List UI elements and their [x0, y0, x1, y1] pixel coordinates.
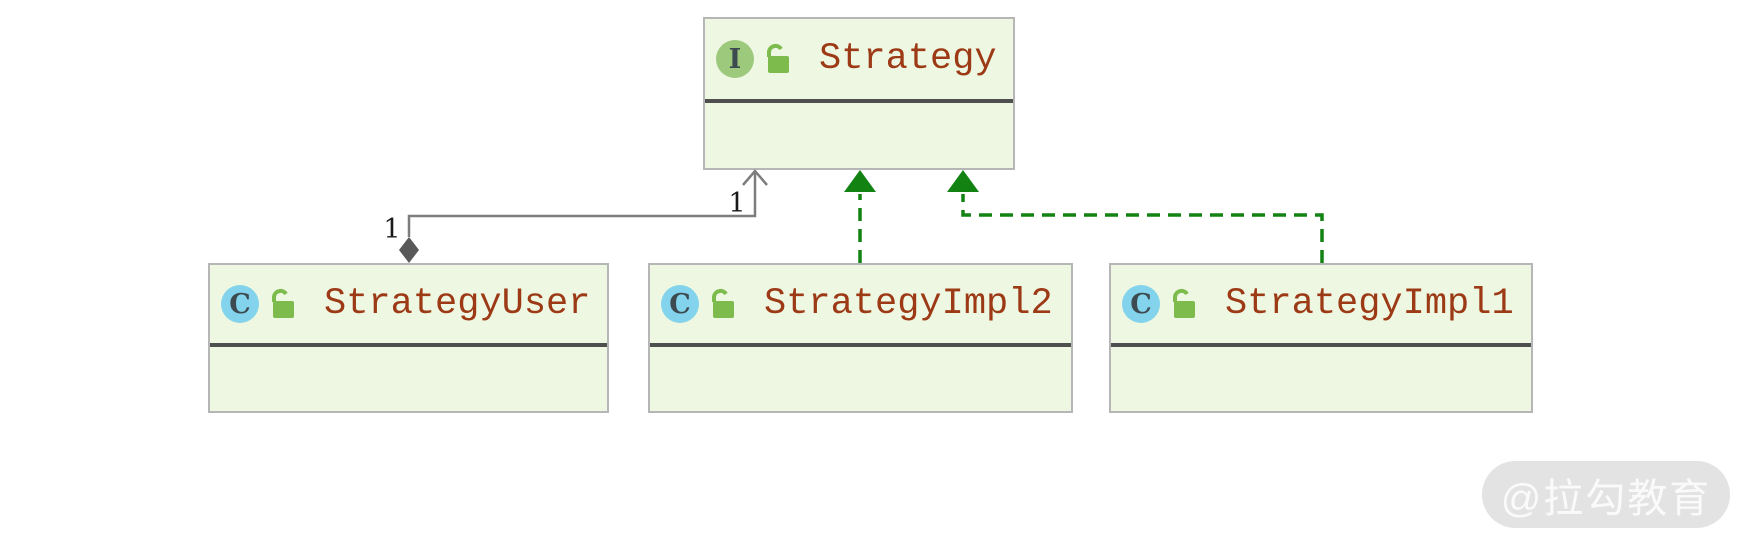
- members-compartment: [705, 103, 1013, 168]
- class-name: StrategyUser: [324, 283, 591, 325]
- compartment-divider: [650, 343, 1071, 347]
- class-node-strategyuser[interactable]: C StrategyUser: [208, 263, 609, 413]
- watermark-text: @拉勾教育: [1500, 476, 1712, 521]
- members-compartment: [650, 347, 1071, 411]
- triangle-arrowhead: [947, 170, 979, 192]
- unlock-icon: [708, 288, 737, 320]
- multiplicity-label: 1: [383, 214, 400, 245]
- node-header: C StrategyImpl2: [650, 265, 1071, 343]
- unlock-icon: [268, 288, 297, 320]
- unlock-icon: [763, 43, 792, 75]
- node-header: I Strategy: [705, 19, 1013, 99]
- compartment-divider: [705, 99, 1013, 103]
- node-header: C StrategyImpl1: [1111, 265, 1531, 343]
- open-arrowhead: [742, 169, 768, 186]
- class-name: StrategyImpl2: [764, 283, 1053, 325]
- class-icon: C: [221, 285, 259, 323]
- multiplicity-label: 1: [728, 188, 745, 219]
- unlock-icon: [1169, 288, 1198, 320]
- watermark-badge: @拉勾教育: [1482, 461, 1730, 528]
- aggregation-diamond: [399, 237, 419, 263]
- triangle-arrowhead: [844, 170, 876, 192]
- class-node-strategy[interactable]: I Strategy: [703, 17, 1015, 170]
- members-compartment: [1111, 347, 1531, 411]
- class-name: Strategy: [819, 38, 997, 80]
- compartment-divider: [210, 343, 607, 347]
- compartment-divider: [1111, 343, 1531, 347]
- class-icon: C: [661, 285, 699, 323]
- class-name: StrategyImpl1: [1225, 283, 1514, 325]
- realization-edge-strategyimpl2-strategy[interactable]: [844, 170, 876, 263]
- interface-icon: I: [716, 40, 754, 78]
- node-header: C StrategyUser: [210, 265, 607, 343]
- class-icon: C: [1122, 285, 1160, 323]
- realization-edge-strategyimpl1-strategy[interactable]: [947, 170, 1324, 263]
- class-node-strategyimpl2[interactable]: C StrategyImpl2: [648, 263, 1073, 413]
- aggregation-edge-strategyuser-strategy[interactable]: 1 1: [383, 169, 768, 263]
- class-node-strategyimpl1[interactable]: C StrategyImpl1: [1109, 263, 1533, 413]
- members-compartment: [210, 347, 607, 411]
